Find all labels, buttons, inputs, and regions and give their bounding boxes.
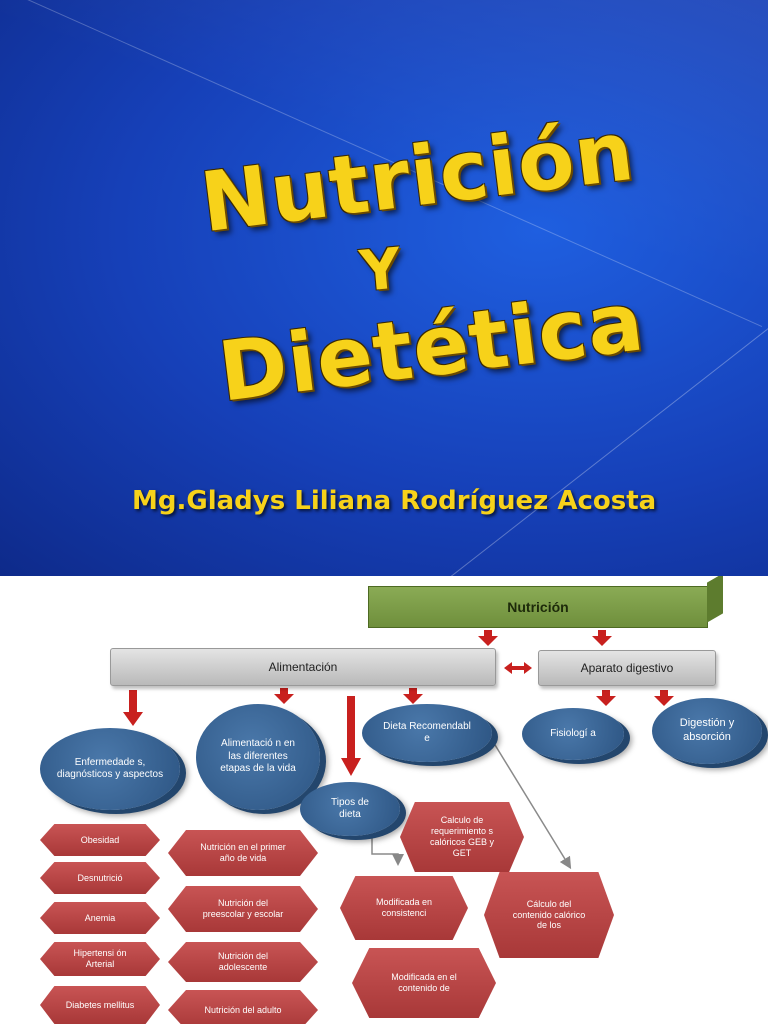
red-arrows xyxy=(123,630,674,776)
hex-adolescente: Nutrición del adolescente xyxy=(168,942,318,982)
oval-fisiologia: Fisiologí a xyxy=(522,708,624,760)
concept-map-slide: Nutrición Alimentación Aparato digestivo… xyxy=(0,576,768,1024)
hex-label: Modificada en el contenido de xyxy=(391,972,457,993)
hex-label: Nutrición en el primer año de vida xyxy=(200,842,286,863)
title-y: Y xyxy=(357,236,404,305)
hex-calculo-requerimientos: Calculo de requerimiento s calóricos GEB… xyxy=(400,802,524,872)
node-aparato-digestivo: Aparato digestivo xyxy=(538,650,716,686)
background-gradient xyxy=(0,0,768,576)
hex-label: Modificada en consistenci xyxy=(375,897,433,918)
hex-label: Hipertensi ón Arterial xyxy=(73,948,127,969)
arrow-alim-tipos xyxy=(341,696,361,776)
oval-label: Enfermedade s, diagnósticos y aspectos xyxy=(56,756,164,781)
hex-preescolar: Nutrición del preescolar y escolar xyxy=(168,886,318,932)
arrow-apar-dig xyxy=(654,690,674,706)
oval-alimentacion-etapas: Alimentació n en las diferentes etapas d… xyxy=(196,704,320,810)
node-alimentacion: Alimentación xyxy=(110,648,496,686)
arrow-apar-fis xyxy=(596,690,616,706)
hex-label: Cálculo del contenido calórico de los xyxy=(512,898,586,931)
hex-desnutricion: Desnutrició xyxy=(40,862,160,894)
aparato-label: Aparato digestivo xyxy=(580,661,674,675)
double-arrow xyxy=(504,662,532,674)
root-label: Nutrición xyxy=(507,599,569,615)
hex-anemia: Anemia xyxy=(40,902,160,934)
hex-label: Desnutrició xyxy=(77,872,123,883)
oval-label: Tipos de dieta xyxy=(331,796,369,821)
hex-label: Anemia xyxy=(84,912,116,923)
oval-digestion: Digestión y absorción xyxy=(652,698,762,764)
hex-obesidad: Obesidad xyxy=(40,824,160,856)
arrow-alim-dieta xyxy=(403,688,423,704)
connector-layer xyxy=(123,630,674,870)
oval-tipos-dieta: Tipos de dieta xyxy=(300,782,400,836)
hex-label: Nutrición del adolescente xyxy=(217,951,269,972)
hex-label: Diabetes mellitus xyxy=(65,999,135,1010)
oval-label: Digestión y absorción xyxy=(679,717,735,743)
root-node-nutricion: Nutrición xyxy=(368,586,708,628)
oval-label: Dieta Recomendabl e xyxy=(383,720,471,745)
hex-label: Nutrición del preescolar y escolar xyxy=(202,898,284,919)
oval-enfermedades: Enfermedade s, diagnósticos y aspectos xyxy=(40,728,180,810)
hex-calculo-contenido: Cálculo del contenido calórico de los xyxy=(484,872,614,958)
alimentacion-label: Alimentación xyxy=(268,660,338,674)
oval-label: Alimentació n en las diferentes etapas d… xyxy=(220,738,296,775)
oval-dieta-recomendable: Dieta Recomendabl e xyxy=(362,704,492,762)
arrow-root-apar xyxy=(592,630,612,646)
hex-primer-ano: Nutrición en el primer año de vida xyxy=(168,830,318,876)
hex-hipertension: Hipertensi ón Arterial xyxy=(40,942,160,976)
hex-label: Obesidad xyxy=(80,834,120,845)
oval-label: Fisiologí a xyxy=(550,727,596,739)
arrow-alim-etapas xyxy=(274,688,294,704)
hex-label: Calculo de requerimiento s calóricos GEB… xyxy=(429,815,495,858)
hex-adulto: Nutrición del adulto xyxy=(168,990,318,1024)
title-slide: Nutrición Y Dietética Mg.Gladys Liliana … xyxy=(0,0,768,576)
arrow-alim-enf xyxy=(123,690,143,726)
author-name: Mg.Gladys Liliana Rodríguez Acosta xyxy=(132,486,657,516)
arrow-root-alim xyxy=(478,630,498,646)
connector-dieta-calculo xyxy=(491,739,572,870)
connector-tipos xyxy=(371,838,404,866)
hex-modificada-contenido: Modificada en el contenido de xyxy=(352,948,496,1018)
hex-diabetes: Diabetes mellitus xyxy=(40,986,160,1024)
hex-modificada-consistencia: Modificada en consistenci xyxy=(340,876,468,940)
hex-label: Nutrición del adulto xyxy=(204,1004,282,1015)
